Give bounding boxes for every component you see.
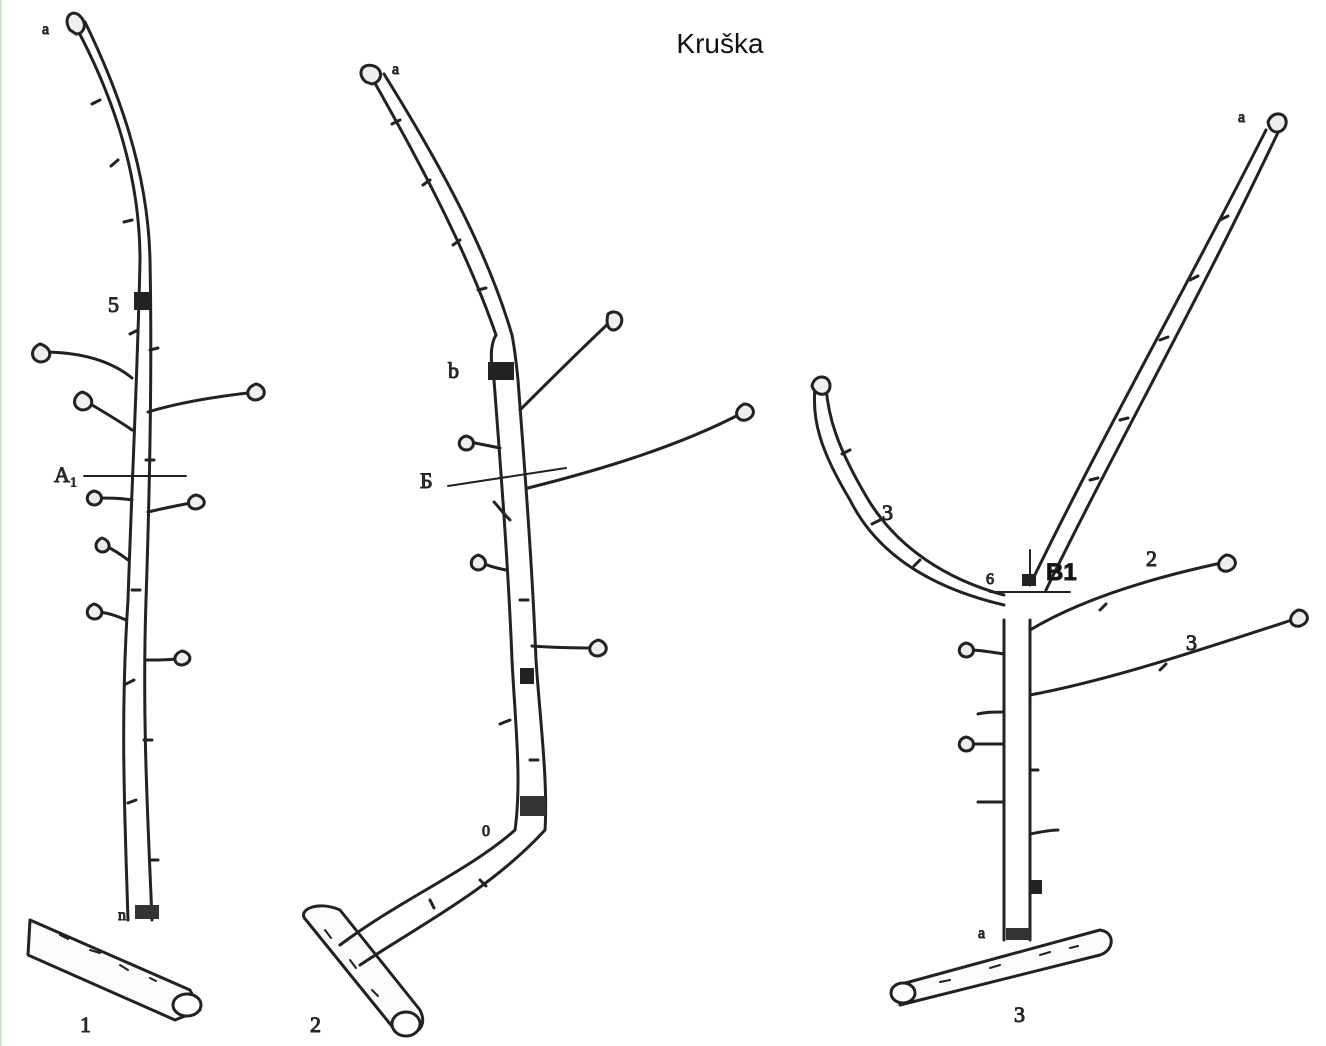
fig3-label-cut: B1 — [1046, 559, 1077, 586]
figure-1-tree — [28, 13, 264, 1020]
fig2-label-mid: b — [448, 358, 459, 383]
fig2-label-top: a — [392, 61, 399, 78]
figure-2-tree — [304, 65, 754, 1036]
fig3-label-branch-left: 3 — [882, 500, 893, 525]
fig2-number: 2 — [310, 1012, 321, 1037]
fig3-label-branch-right-1: 2 — [1146, 546, 1157, 571]
fig1-label-top: a — [42, 21, 49, 38]
fig2-label-base: 0 — [482, 823, 490, 840]
fig2-label-cut: Б — [420, 468, 433, 493]
fig3-label-base: a — [978, 925, 985, 942]
fig3-label-node: 6 — [986, 571, 994, 588]
fig1-label-mid: 5 — [108, 292, 119, 317]
fig3-number: 3 — [1014, 1002, 1025, 1027]
fig3-label-branch-right-2: 3 — [1186, 630, 1197, 655]
fig1-number: 1 — [80, 1012, 91, 1037]
fig1-label-cut: A₁ — [54, 462, 78, 487]
fig1-label-base: n — [118, 907, 126, 924]
fig3-label-top: a — [1238, 109, 1245, 126]
